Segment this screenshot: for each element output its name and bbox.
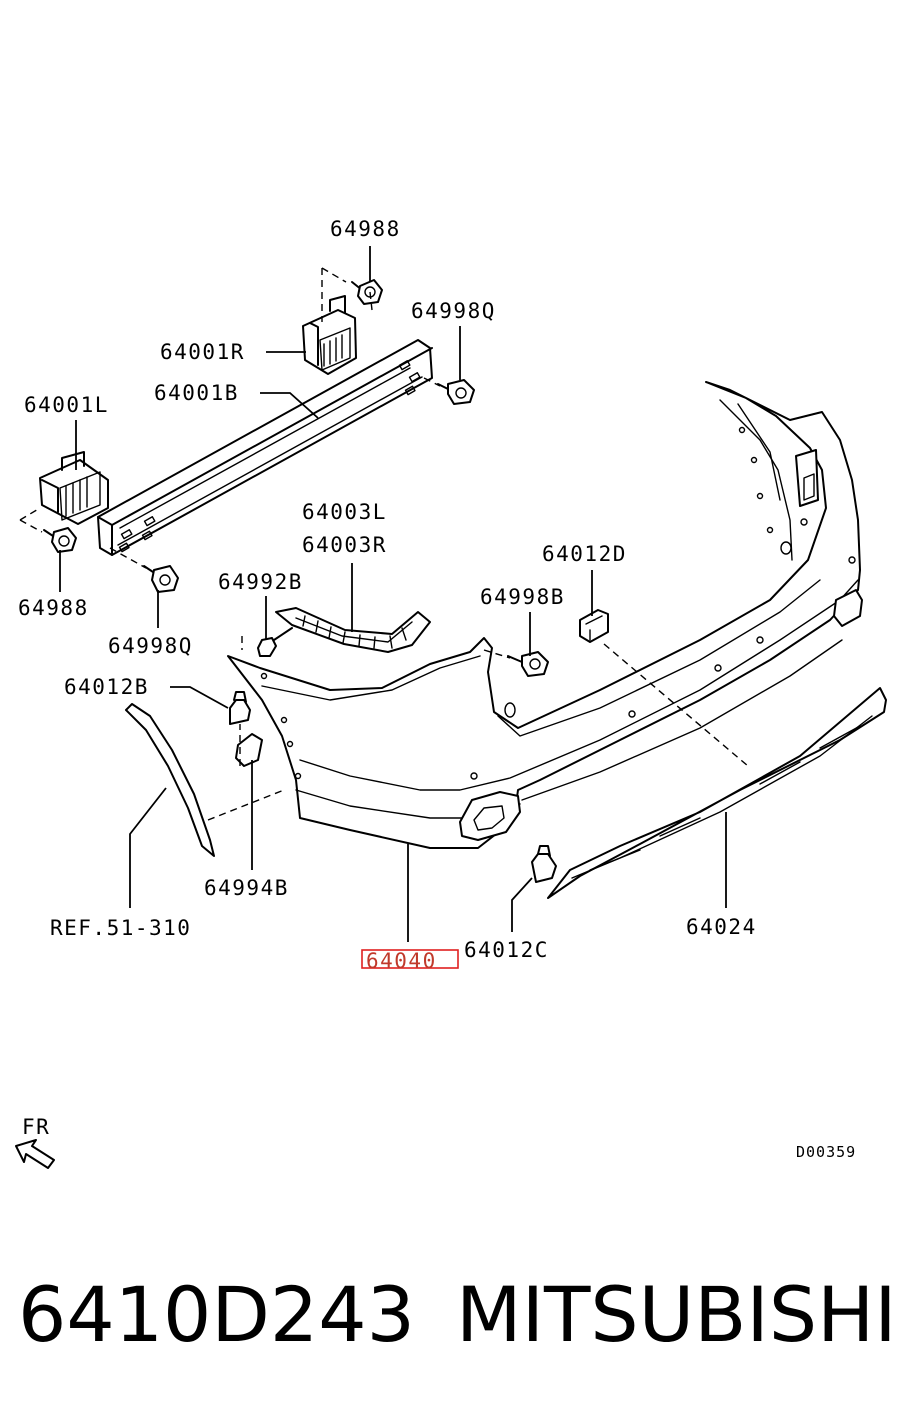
label-64998q-left: 64998Q — [108, 634, 193, 658]
bolt-64998q-top — [437, 379, 475, 405]
label-64001l: 64001L — [24, 393, 109, 417]
label-64001b: 64001B — [154, 381, 239, 405]
label-64012c: 64012C — [464, 938, 549, 962]
bumper-bracket-left — [39, 451, 109, 525]
bolt-64988-top — [351, 279, 383, 305]
bolt-64998b — [507, 651, 549, 677]
brand-caption: MITSUBISHI — [456, 1270, 897, 1359]
screw-64992b — [257, 627, 293, 657]
label-64012b: 64012B — [64, 675, 149, 699]
leader-lines — [59, 246, 727, 942]
clip-64012b — [229, 691, 251, 725]
bolt-64998q-left — [143, 565, 179, 593]
label-fr: FR — [22, 1115, 50, 1139]
label-64003r: 64003R — [302, 533, 387, 557]
clip-64012d — [579, 609, 609, 643]
bumper-lower-extension — [547, 687, 887, 899]
label-ref-51-310: REF.51-310 — [50, 916, 191, 940]
bolt-64988-left — [43, 527, 77, 553]
label-64998q-top: 64998Q — [411, 299, 496, 323]
wheel-arch-moulding — [125, 703, 215, 857]
front-arrow-icon — [15, 1139, 55, 1169]
label-64040: 64040 — [366, 949, 437, 973]
bumper-bracket-right — [302, 295, 357, 375]
label-64040-highlight — [361, 949, 459, 969]
part-number-caption: 6410D243 — [18, 1270, 415, 1359]
label-64994b: 64994B — [204, 876, 289, 900]
label-64988-left: 64988 — [18, 596, 89, 620]
bumper-retainer — [275, 607, 431, 653]
label-64012d: 64012D — [542, 542, 627, 566]
rear-bumper-reinforcement — [97, 339, 433, 556]
part-labels: 64988 64998Q 64001R 64001B 64001L 64988 … — [18, 217, 757, 973]
label-64001r: 64001R — [160, 340, 245, 364]
clip-64012c — [531, 845, 557, 883]
drawing-code: D00359 — [796, 1143, 856, 1161]
front-direction-indicator: FR — [15, 1115, 55, 1169]
label-64988-top: 64988 — [330, 217, 401, 241]
bumper-cover — [227, 381, 863, 849]
nut-64994b — [235, 733, 263, 767]
label-64992b: 64992B — [218, 570, 303, 594]
label-64003l: 64003L — [302, 500, 387, 524]
label-64998b: 64998B — [480, 585, 565, 609]
assembly-lines — [19, 267, 749, 821]
label-64024: 64024 — [686, 915, 757, 939]
